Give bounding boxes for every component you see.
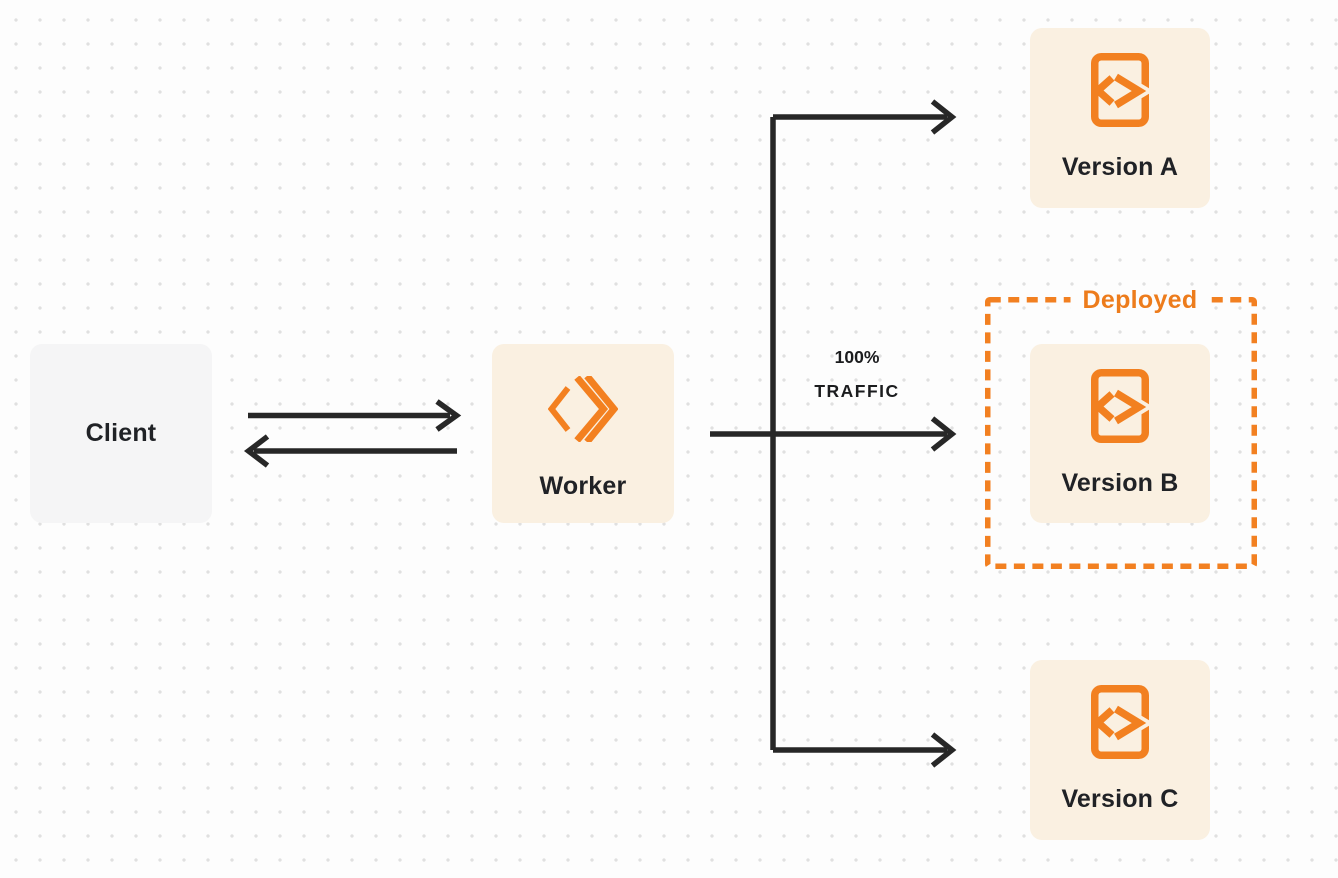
deployed-group-label: Deployed <box>1070 286 1210 315</box>
traffic-word: TRAFFIC <box>814 381 900 401</box>
node-client: Client <box>30 344 212 523</box>
code-file-icon <box>1091 685 1149 759</box>
arrowhead-worker-to-client <box>243 434 270 468</box>
arrowhead-version-a <box>930 99 957 135</box>
version-c-label: Version C <box>1061 785 1179 813</box>
workers-double-chevron-icon <box>548 376 618 442</box>
code-file-icon <box>1091 369 1149 443</box>
code-file-icon <box>1091 53 1149 127</box>
worker-label: Worker <box>539 472 627 500</box>
node-worker: Worker <box>492 344 674 523</box>
arrowhead-version-b <box>930 416 957 452</box>
version-b-label: Version B <box>1061 469 1179 497</box>
client-label: Client <box>85 419 157 447</box>
traffic-annotation: 100% TRAFFIC <box>814 347 899 402</box>
node-version-c: Version C <box>1030 660 1210 840</box>
arrowhead-version-c <box>930 732 957 768</box>
version-a-label: Version A <box>1061 153 1179 181</box>
node-version-b: Version B <box>1030 344 1210 523</box>
traffic-percent: 100% <box>834 347 880 367</box>
arrowhead-client-to-worker <box>435 399 462 432</box>
node-version-a: Version A <box>1030 28 1210 208</box>
